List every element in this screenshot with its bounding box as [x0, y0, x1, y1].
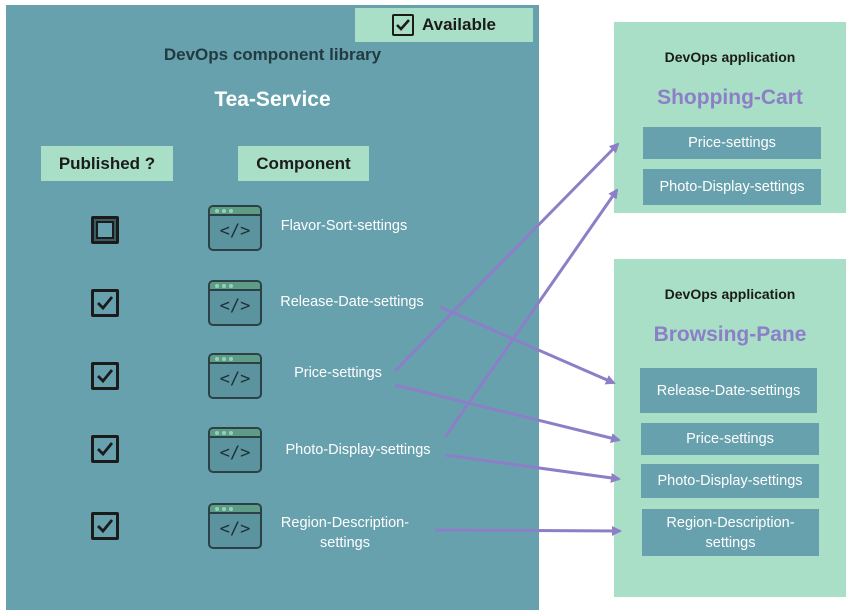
code-component-icon: </> [208, 280, 262, 326]
published-checkbox-unchecked[interactable] [91, 216, 119, 244]
component-column-header: Component [238, 146, 369, 181]
checkmark-icon [97, 369, 114, 384]
app-component-item: Release-Date-settings [640, 368, 817, 413]
checkmark-icon [97, 296, 114, 311]
service-name: Tea-Service [214, 88, 331, 111]
published-checkbox-checked[interactable] [91, 512, 119, 540]
legend-label: Available [421, 15, 497, 34]
checkmark-icon [97, 519, 114, 534]
app-component-item: Photo-Display-settings [643, 169, 821, 205]
published-column-header: Published ? [41, 146, 173, 181]
published-checkbox-checked[interactable] [91, 289, 119, 317]
component-label: Flavor-Sort-settings [280, 218, 408, 234]
checkbox-empty-icon [96, 221, 114, 239]
code-component-icon: </> [208, 353, 262, 399]
code-component-icon: </> [208, 503, 262, 549]
published-checkbox-checked[interactable] [91, 362, 119, 390]
app-component-item: Price-settings [641, 423, 819, 455]
component-label: Photo-Display-settings [285, 442, 431, 458]
app-type-label: DevOps application [664, 49, 796, 65]
app-name: Browsing-Pane [653, 323, 807, 346]
app-component-item: Region-Description-settings [642, 509, 819, 556]
app-component-item: Photo-Display-settings [641, 464, 819, 498]
checkbox-checked-icon [391, 14, 414, 36]
code-component-icon: </> [208, 427, 262, 473]
component-label: Region-Description-settings [280, 515, 410, 551]
app-name: Shopping-Cart [657, 86, 803, 109]
code-component-icon: </> [208, 205, 262, 251]
component-label: Price-settings [294, 365, 382, 381]
app-type-label: DevOps application [664, 286, 796, 302]
checkmark-icon [97, 442, 114, 457]
library-title: DevOps component library [163, 45, 382, 64]
app-component-item: Price-settings [643, 127, 821, 159]
published-checkbox-checked[interactable] [91, 435, 119, 463]
component-label: Release-Date-settings [280, 294, 424, 310]
available-legend: Available [355, 8, 533, 42]
